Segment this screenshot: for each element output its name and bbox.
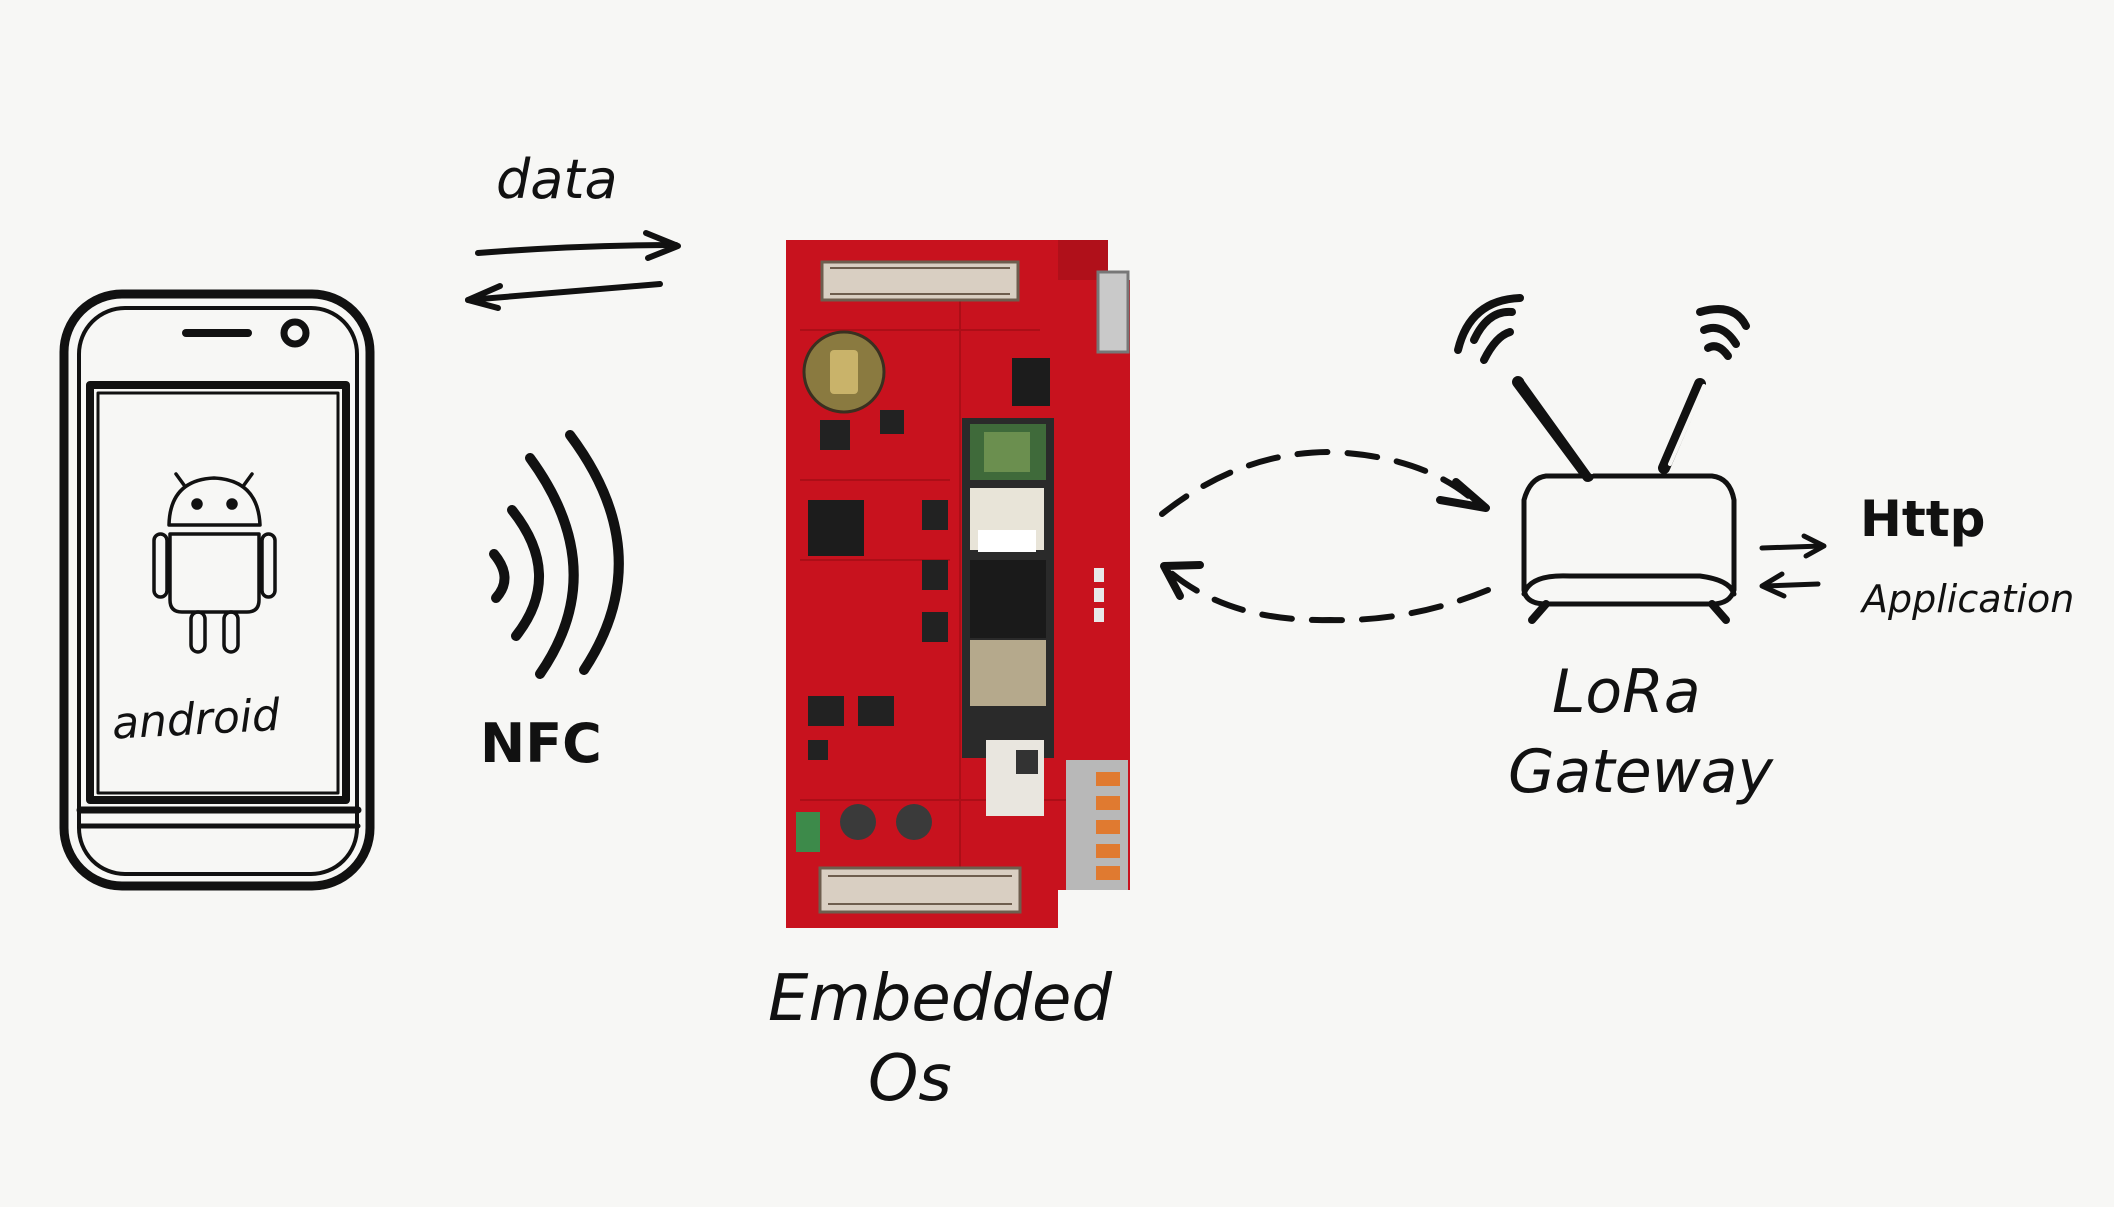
embedded-label-line2: Os bbox=[868, 1042, 952, 1116]
http-left-arrowhead bbox=[1759, 571, 1787, 599]
http-label: Http bbox=[1860, 490, 1985, 548]
http-arrows bbox=[1759, 533, 1827, 599]
http-left-arrow bbox=[1761, 581, 1821, 589]
http-right-arrowhead bbox=[1801, 533, 1827, 559]
left-arrowhead bbox=[465, 283, 503, 311]
lora-downlink-arrowhead bbox=[1160, 561, 1204, 600]
circuit-board-icon bbox=[786, 240, 1130, 928]
nfc-waves-icon bbox=[489, 430, 624, 679]
data-label: data bbox=[496, 148, 618, 211]
embedded-label-line1: Embedded bbox=[768, 962, 1112, 1036]
lora-uplink-arrowhead bbox=[1436, 478, 1490, 512]
android-robot-icon bbox=[152, 472, 277, 654]
lora-uplink-dashed bbox=[1159, 449, 1483, 517]
http-right-arrow bbox=[1759, 543, 1825, 551]
android-label: android bbox=[111, 690, 282, 750]
nfc-label: NFC bbox=[480, 712, 602, 775]
lora-label-line1: LoRa bbox=[1552, 657, 1701, 727]
right-arrow bbox=[475, 242, 679, 256]
smartphone-icon bbox=[59, 289, 375, 891]
lora-gateway-router-icon bbox=[1454, 294, 1750, 624]
left-arrow bbox=[465, 281, 663, 303]
data-arrows bbox=[465, 230, 681, 311]
application-label: Application bbox=[1859, 577, 2074, 621]
lora-link-arrows bbox=[1159, 449, 1491, 624]
right-arrowhead bbox=[643, 230, 681, 261]
lora-downlink-dashed bbox=[1167, 569, 1491, 624]
lora-label-line2: Gateway bbox=[1508, 737, 1775, 807]
